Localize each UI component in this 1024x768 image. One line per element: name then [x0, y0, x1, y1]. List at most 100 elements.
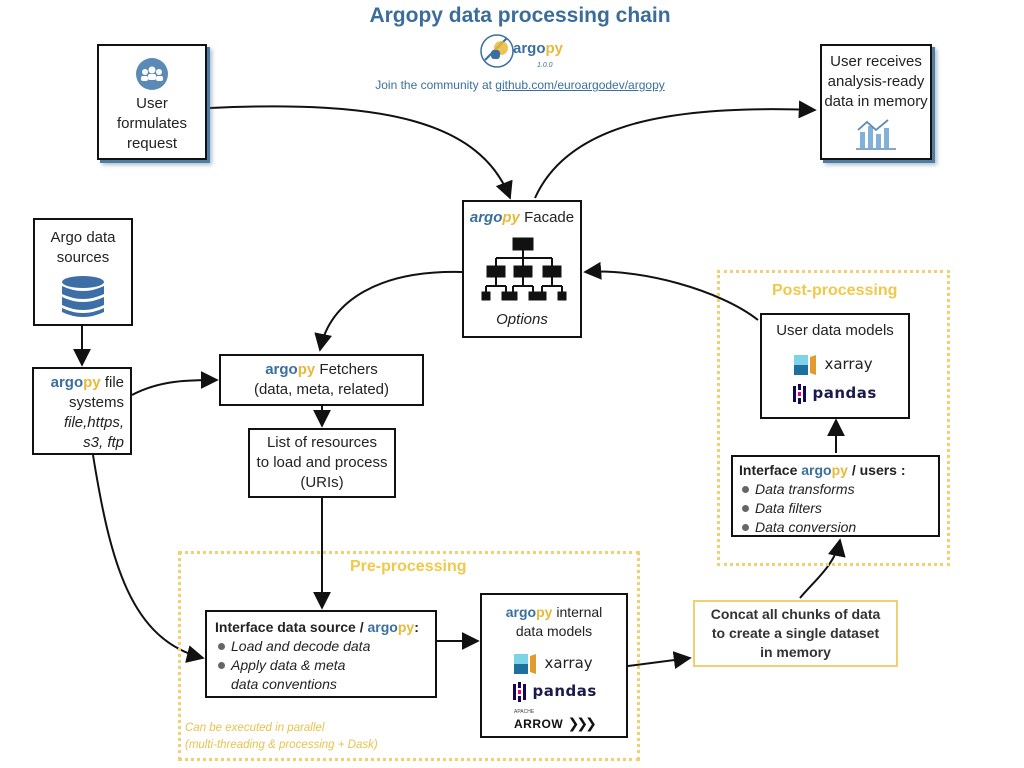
argopy-logo: argopy 1.0.0 — [477, 30, 567, 74]
list-item: Data filters — [739, 499, 932, 518]
pandas-label: pandas — [532, 682, 597, 701]
user-request-line2: formulates — [116, 114, 188, 132]
file-systems-box: argopy file systems file,https, s3, ftp — [32, 367, 132, 455]
interface-users-prefix: Interface — [739, 462, 802, 478]
arrow-request-to-facade — [209, 105, 513, 200]
resources-line1: List of resources — [266, 434, 378, 451]
database-icon — [62, 276, 104, 317]
logo-word-py: py — [545, 40, 564, 57]
concat-line3: in memory — [760, 644, 831, 660]
interface-users-suffix: / users : — [847, 462, 906, 478]
xarray-icon — [514, 654, 536, 674]
list-item: Data transforms — [739, 480, 932, 499]
interface-data-source-box: Interface data source / argopy: Load and… — [205, 610, 437, 698]
list-item-continuation: data conventions — [231, 676, 337, 692]
brand-py: py — [536, 604, 553, 620]
xarray-logo: xarray — [512, 652, 593, 676]
brand-argo: argo — [50, 374, 84, 391]
preprocessing-note1: Can be executed in parallel — [185, 722, 325, 734]
hierarchy-icon — [481, 237, 567, 301]
brand-py: py — [83, 374, 101, 391]
xarray-icon — [794, 355, 816, 375]
user-receives-line3: data in memory — [824, 93, 928, 110]
concat-box: Concat all chunks of data to create a si… — [693, 600, 898, 667]
logo-word-argo: argo — [513, 40, 546, 57]
interface-users-title: Interface argopy / users : — [739, 461, 932, 480]
brand-argo: argo — [469, 209, 503, 226]
file-systems-title: argopy file — [34, 373, 124, 393]
internal-models-label2: data models — [515, 623, 593, 639]
argo-sources-box: Argo data sources — [33, 218, 133, 326]
list-item: Data conversion — [739, 518, 932, 537]
brand-py: py — [831, 462, 848, 478]
facade-label: Facade — [524, 209, 575, 226]
user-request-line1: User — [136, 94, 168, 112]
user-data-models-title: User data models — [776, 322, 894, 339]
file-systems-label: file — [104, 374, 124, 391]
brand-py: py — [297, 361, 316, 378]
brand-argo: argo — [505, 604, 537, 620]
brand-argo: argo — [265, 361, 298, 378]
page-title: Argopy data processing chain — [369, 4, 671, 27]
resources-line2: to load and process — [256, 454, 388, 471]
community-line: Join the community at github.com/euroarg… — [0, 78, 1024, 92]
arrow-label: ARROW — [514, 717, 564, 731]
postprocessing-steps: Data transforms Data filters Data conver… — [739, 480, 932, 537]
arrow-fs-to-interface — [92, 454, 205, 663]
fetchers-label: Fetchers — [319, 361, 378, 378]
interface-title-text: Interface data source / — [215, 619, 368, 635]
preprocessing-region — [178, 551, 640, 761]
postprocessing-title: Post-processing — [772, 282, 898, 299]
preprocessing-title: Pre-processing — [350, 558, 467, 575]
argo-sources-line1: Argo data — [50, 229, 116, 246]
community-link[interactable]: github.com/euroargodev/argopy — [495, 78, 665, 92]
bar-chart-icon — [856, 119, 896, 150]
postprocessing-region — [717, 270, 950, 566]
pandas-logo: pandas — [792, 383, 877, 405]
user-data-models-box: User data models xarray pandas — [760, 313, 910, 419]
arrow-post-to-facade — [583, 261, 759, 321]
pandas-label: pandas — [812, 384, 877, 403]
xarray-logo: xarray — [792, 353, 873, 377]
preprocessing-steps: Load and decode data Apply data & meta — [215, 637, 427, 675]
user-receives-line1: User receives — [830, 53, 922, 70]
user-request-box: User formulates request — [97, 44, 207, 160]
facade-title: argopy Facade — [464, 208, 580, 228]
xarray-label: xarray — [544, 654, 593, 673]
brand-py: py — [397, 619, 415, 635]
argopy-logo-icon — [480, 34, 514, 68]
facade-options: Options — [496, 311, 548, 328]
arrow-logo: APACHE ARROW ❯❯❯ — [514, 709, 597, 733]
user-request-line3: request — [126, 134, 178, 152]
concat-line1: Concat all chunks of data — [710, 606, 881, 622]
chevrons-icon: ❯❯❯ — [567, 715, 597, 731]
resources-line3: (URIs) — [300, 474, 344, 491]
xarray-label: xarray — [824, 355, 873, 374]
logo-version: 1.0.0 — [537, 62, 553, 69]
arrow-facade-to-user — [534, 100, 817, 199]
preprocessing-note: Can be executed in parallel (multi-threa… — [185, 720, 378, 754]
file-systems-protocols2: s3, ftp — [83, 434, 124, 451]
users-icon — [136, 57, 168, 90]
arrow-small-label: APACHE — [514, 709, 535, 715]
fetchers-box: argopy Fetchers (data, meta, related) — [219, 354, 424, 406]
interface-colon: : — [414, 619, 419, 635]
internal-models-box: argopy internal data models xarray panda… — [480, 593, 628, 738]
resources-box: List of resources to load and process (U… — [248, 428, 396, 498]
file-systems-protocols1: file,https, — [63, 414, 124, 431]
interface-data-source-title: Interface data source / argopy: — [215, 618, 427, 637]
arrow-facade-to-fetchers — [314, 270, 463, 352]
pandas-icon — [513, 682, 526, 702]
internal-models-title: argopy internal — [482, 603, 626, 622]
concat-line2: to create a single dataset — [711, 625, 880, 641]
fetchers-sub: (data, meta, related) — [253, 381, 390, 398]
file-systems-label2: systems — [68, 394, 124, 411]
argo-sources-line2: sources — [56, 249, 110, 266]
list-item: Apply data & meta — [215, 656, 427, 675]
pandas-icon — [793, 384, 806, 404]
interface-users-box: Interface argopy / users : Data transfor… — [731, 455, 940, 537]
community-prefix: Join the community at — [375, 78, 496, 92]
brand-py: py — [502, 209, 520, 226]
list-item: Load and decode data — [215, 637, 427, 656]
brand-argo: argo — [367, 619, 398, 635]
